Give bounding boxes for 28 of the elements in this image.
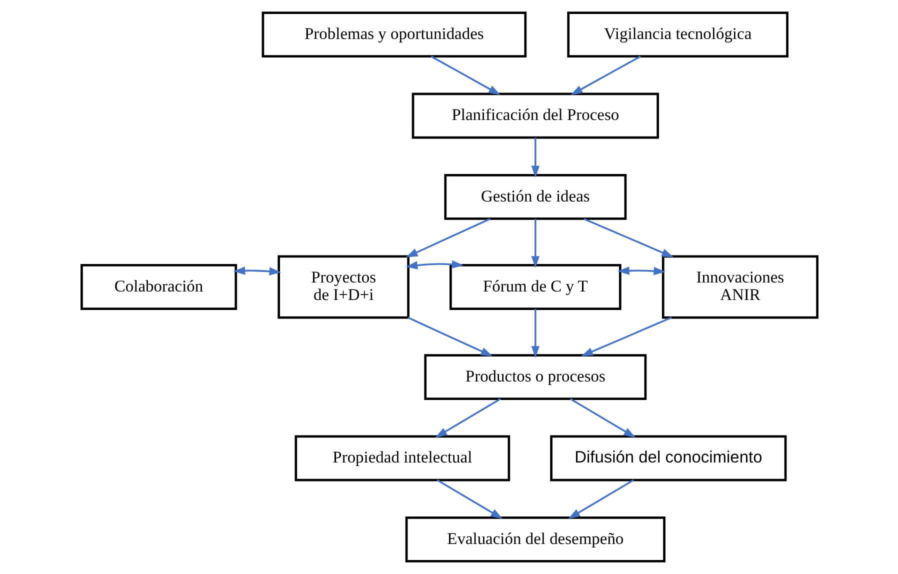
arrow [580,316,672,356]
arrow [405,218,490,258]
node-box: Propiedad intelectual [294,435,510,482]
arrow [530,308,540,358]
arrow [568,479,634,519]
arrow [570,56,640,96]
node-box: Planificación del Proceso [411,92,658,139]
node-box: Innovaciones ANIR [661,255,818,319]
node-box: Problemas y oportunidades [261,12,526,58]
node-box: Productos o procesos [424,354,646,400]
arrow [583,218,674,258]
node-box: Gestión de ideas [444,174,626,220]
node-box: Difusión del conocimiento [550,435,786,482]
node-box: Evaluación del desempeño [404,516,665,562]
arrow [407,316,492,356]
arrow [232,266,281,276]
arrow [617,266,666,276]
arrow [569,398,636,438]
node-box: Vigilancia tecnológica [566,12,788,58]
arrow [434,398,500,438]
arrow [530,218,540,268]
arrow [530,138,540,178]
node-box: Fórum de C y T [449,264,621,310]
node-box: Proyectos de I+D+i [277,255,409,319]
arrow [405,260,464,270]
node-box: Colaboración [80,264,237,310]
arrow [436,479,502,519]
arrow [430,56,500,96]
